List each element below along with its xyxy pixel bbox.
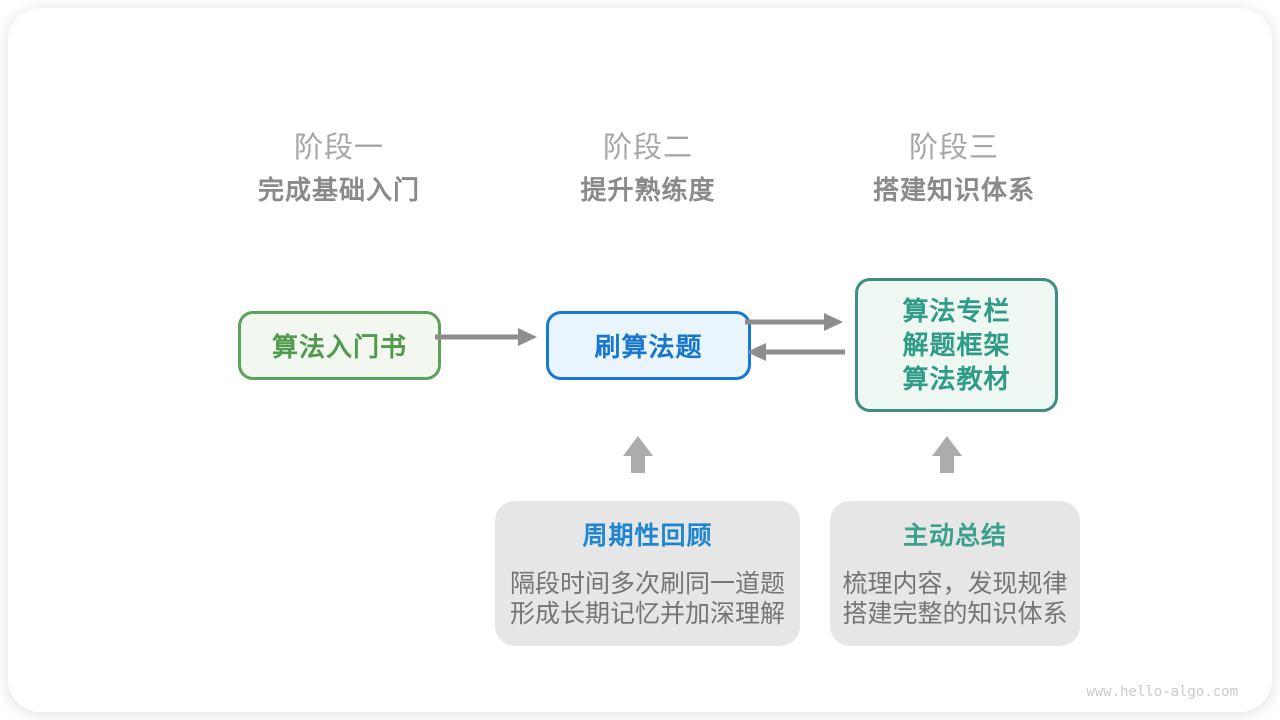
flow-box-resource-line: 解题框架	[902, 330, 1011, 360]
note-body-line: 形成长期记忆并加深理解	[509, 600, 785, 628]
diagram-card: 阶段一 完成基础入门 阶段二 提升熟练度 阶段三 搭建知识体系 算法入门书 刷算…	[8, 8, 1272, 712]
flow-box-knowledge-resources: 算法专栏 解题框架 算法教材	[855, 278, 1058, 412]
stage3-label: 阶段三	[908, 132, 999, 164]
stage1-header: 阶段一 完成基础入门	[189, 132, 489, 205]
flow-box-intro-book-label: 算法入门书	[271, 332, 407, 362]
note-body-line: 梳理内容，发现规律	[842, 570, 1068, 598]
note-box-active-summary-body: 梳理内容，发现规律 搭建完整的知识体系	[830, 569, 1080, 629]
stage3-subtitle: 搭建知识体系	[872, 175, 1035, 205]
flow-box-resource-line: 算法专栏	[902, 296, 1011, 326]
watermark-url: www.hello-algo.com	[1086, 684, 1238, 700]
stage1-subtitle: 完成基础入门	[257, 175, 420, 205]
note-body-line: 搭建完整的知识体系	[842, 600, 1068, 628]
stage1-label: 阶段一	[293, 132, 384, 164]
note-box-periodic-review-body: 隔段时间多次刷同一道题 形成长期记忆并加深理解	[495, 569, 800, 629]
stage2-subtitle: 提升熟练度	[580, 175, 716, 205]
note-body-line: 隔段时间多次刷同一道题	[509, 570, 785, 598]
flow-box-practice-problems-label: 刷算法题	[594, 332, 703, 362]
flow-box-resource-line: 算法教材	[902, 364, 1011, 394]
stage2-label: 阶段二	[602, 132, 693, 164]
note-box-periodic-review: 周期性回顾 隔段时间多次刷同一道题 形成长期记忆并加深理解	[495, 501, 800, 646]
flow-box-intro-book: 算法入门书	[238, 311, 441, 380]
note-box-periodic-review-title: 周期性回顾	[582, 522, 713, 550]
stage2-header: 阶段二 提升熟练度	[498, 132, 798, 205]
note-box-active-summary-title: 主动总结	[902, 522, 1007, 550]
note-box-active-summary: 主动总结 梳理内容，发现规律 搭建完整的知识体系	[830, 501, 1080, 646]
flow-box-practice-problems: 刷算法题	[546, 311, 751, 380]
stage3-header: 阶段三 搭建知识体系	[804, 132, 1104, 205]
